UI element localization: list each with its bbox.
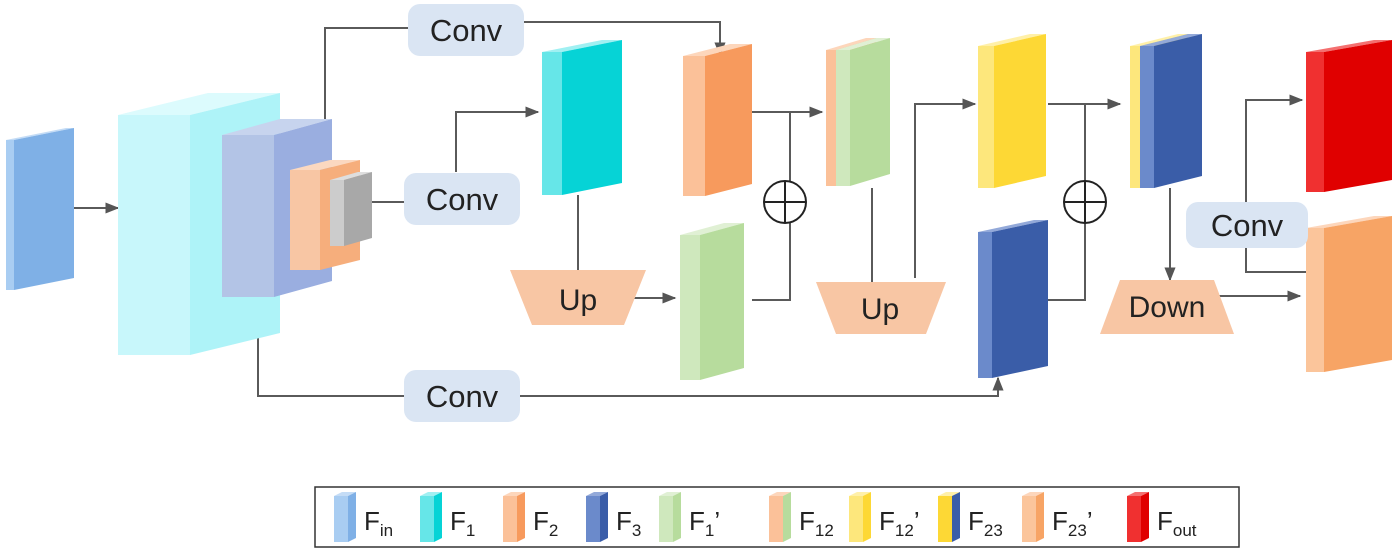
legend-item: F12’ bbox=[849, 492, 920, 542]
f1-block bbox=[542, 40, 622, 195]
conv-right-label: Conv bbox=[1211, 208, 1284, 243]
legend-item: F23’ bbox=[1022, 492, 1093, 542]
legend-item: F12 bbox=[769, 492, 834, 542]
sum-node-2 bbox=[1063, 180, 1107, 224]
conv-mid-label: Conv bbox=[426, 182, 499, 217]
fout-block bbox=[1306, 40, 1392, 192]
conv-block-bottom: Conv bbox=[404, 370, 520, 422]
conv-block-mid: Conv bbox=[404, 173, 520, 225]
legend-item: Fin bbox=[334, 492, 393, 542]
legend-item: Fout bbox=[1127, 492, 1197, 542]
legend-swatch bbox=[659, 492, 681, 542]
fin-block bbox=[6, 128, 74, 290]
legend: Fin F1 F2 F3 F1’ F12 F12’ F23 F23’ Fout bbox=[314, 486, 1240, 548]
connectors bbox=[68, 21, 1306, 397]
conv-bottom-label: Conv bbox=[426, 379, 499, 414]
legend-item: F2 bbox=[503, 492, 558, 542]
upsample-block-left: Up bbox=[510, 270, 646, 325]
downsample-block: Down bbox=[1100, 280, 1234, 334]
f1prime-block bbox=[680, 223, 744, 380]
legend-swatch bbox=[849, 492, 871, 542]
legend-label: Fout bbox=[1157, 506, 1197, 540]
f2-block bbox=[683, 44, 752, 196]
f23prime-block bbox=[1306, 216, 1392, 372]
legend-swatch bbox=[1022, 492, 1044, 542]
arrow-conv-mid-to-f1 bbox=[455, 106, 540, 172]
conv-block-right: Conv bbox=[1186, 202, 1308, 248]
legend-item: F1’ bbox=[659, 492, 720, 542]
legend-swatch bbox=[1127, 492, 1149, 542]
f12-block-front bbox=[836, 38, 890, 186]
legend-label: F12 bbox=[799, 506, 834, 540]
sum-node-1 bbox=[763, 180, 807, 224]
legend-label: F23 bbox=[968, 506, 1003, 540]
legend-items: Fin F1 F2 F3 F1’ F12 F12’ F23 F23’ Fout bbox=[334, 492, 1197, 542]
line-conv-right-to-f23prime bbox=[1245, 248, 1306, 273]
legend-item: F23 bbox=[938, 492, 1003, 542]
legend-label: F2 bbox=[533, 506, 558, 540]
arrow-conv-bottom-to-f3 bbox=[520, 376, 1004, 397]
legend-swatch bbox=[769, 492, 791, 542]
up-right-label: Up bbox=[861, 293, 899, 326]
f23-block-front bbox=[1140, 34, 1202, 188]
conv-block-top: Conv bbox=[408, 4, 524, 56]
legend-label: F12’ bbox=[879, 506, 920, 540]
feature-blocks bbox=[6, 34, 1392, 380]
f12prime-block bbox=[978, 34, 1046, 188]
legend-label: F3 bbox=[616, 506, 641, 540]
legend-swatch bbox=[334, 492, 356, 542]
legend-label: Fin bbox=[364, 506, 393, 540]
legend-item: F3 bbox=[586, 492, 641, 542]
legend-label: F23’ bbox=[1052, 506, 1093, 540]
legend-swatch bbox=[586, 492, 608, 542]
up-left-label: Up bbox=[559, 284, 597, 317]
arrow-conv-top-to-f2 bbox=[524, 21, 726, 57]
down-label: Down bbox=[1129, 291, 1206, 324]
upsample-block-right: Up bbox=[816, 282, 946, 334]
arrow-up-to-f12prime bbox=[914, 98, 977, 278]
conv-top-label: Conv bbox=[430, 13, 503, 48]
backbone-block-4 bbox=[330, 172, 372, 246]
legend-label: F1’ bbox=[689, 506, 720, 540]
line-f1prime-to-plus1 bbox=[752, 220, 791, 301]
legend-swatch bbox=[503, 492, 525, 542]
legend-swatch bbox=[938, 492, 960, 542]
f3-block bbox=[978, 220, 1048, 378]
legend-swatch bbox=[420, 492, 442, 542]
legend-item: F1 bbox=[420, 492, 475, 542]
line-f3-to-plus2 bbox=[1048, 220, 1086, 301]
line-to-conv-top bbox=[324, 27, 408, 120]
legend-label: F1 bbox=[450, 506, 475, 540]
